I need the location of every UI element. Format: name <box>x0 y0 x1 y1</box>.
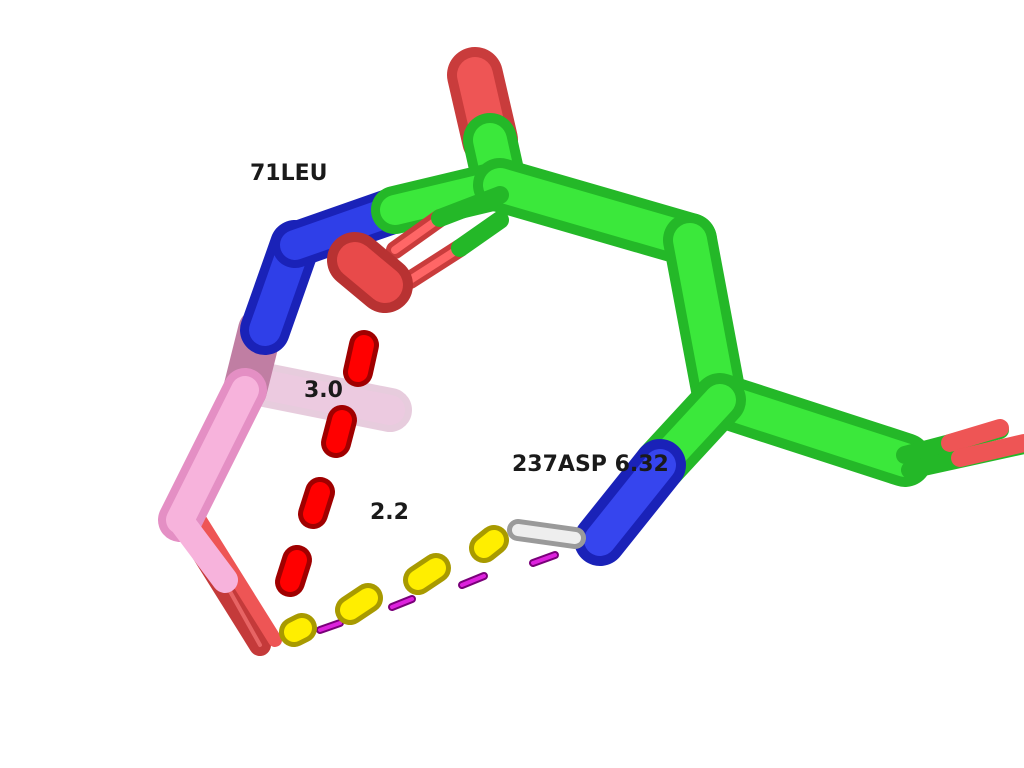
label-237asp: 237ASP 6.32 <box>512 452 669 477</box>
label-71leu: 71LEU <box>250 161 328 186</box>
hbond-yellow-dashes <box>279 525 509 647</box>
leu-carbonyl <box>327 186 509 313</box>
distance-red-dashes <box>275 330 379 597</box>
ligand-green-sticks <box>371 47 1024 491</box>
distance-magenta-dashes <box>316 551 559 634</box>
label-distance-3-0: 3.0 <box>304 378 343 403</box>
asp-nitrogen <box>507 439 686 566</box>
label-distance-2-2: 2.2 <box>370 500 409 525</box>
residue-pink-sticks <box>158 308 412 656</box>
